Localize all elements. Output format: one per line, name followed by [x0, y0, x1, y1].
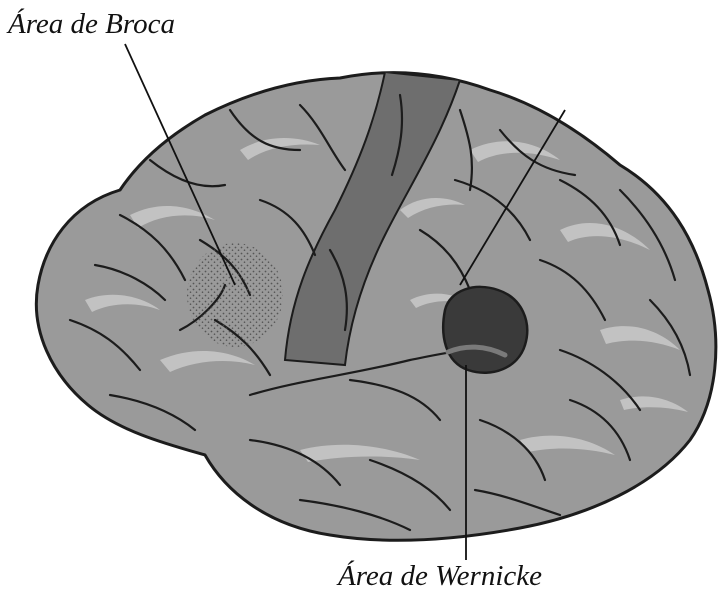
broca-label: Área de Broca [8, 8, 175, 40]
broca-area [187, 243, 283, 347]
brain-cortex [34, 71, 718, 542]
wernicke-label: Área de Wernicke [338, 560, 542, 592]
broca-leader-line [124, 43, 236, 286]
wernicke-area [441, 285, 529, 374]
motor-strip [283, 72, 462, 367]
upper-pointer-line [459, 109, 566, 286]
